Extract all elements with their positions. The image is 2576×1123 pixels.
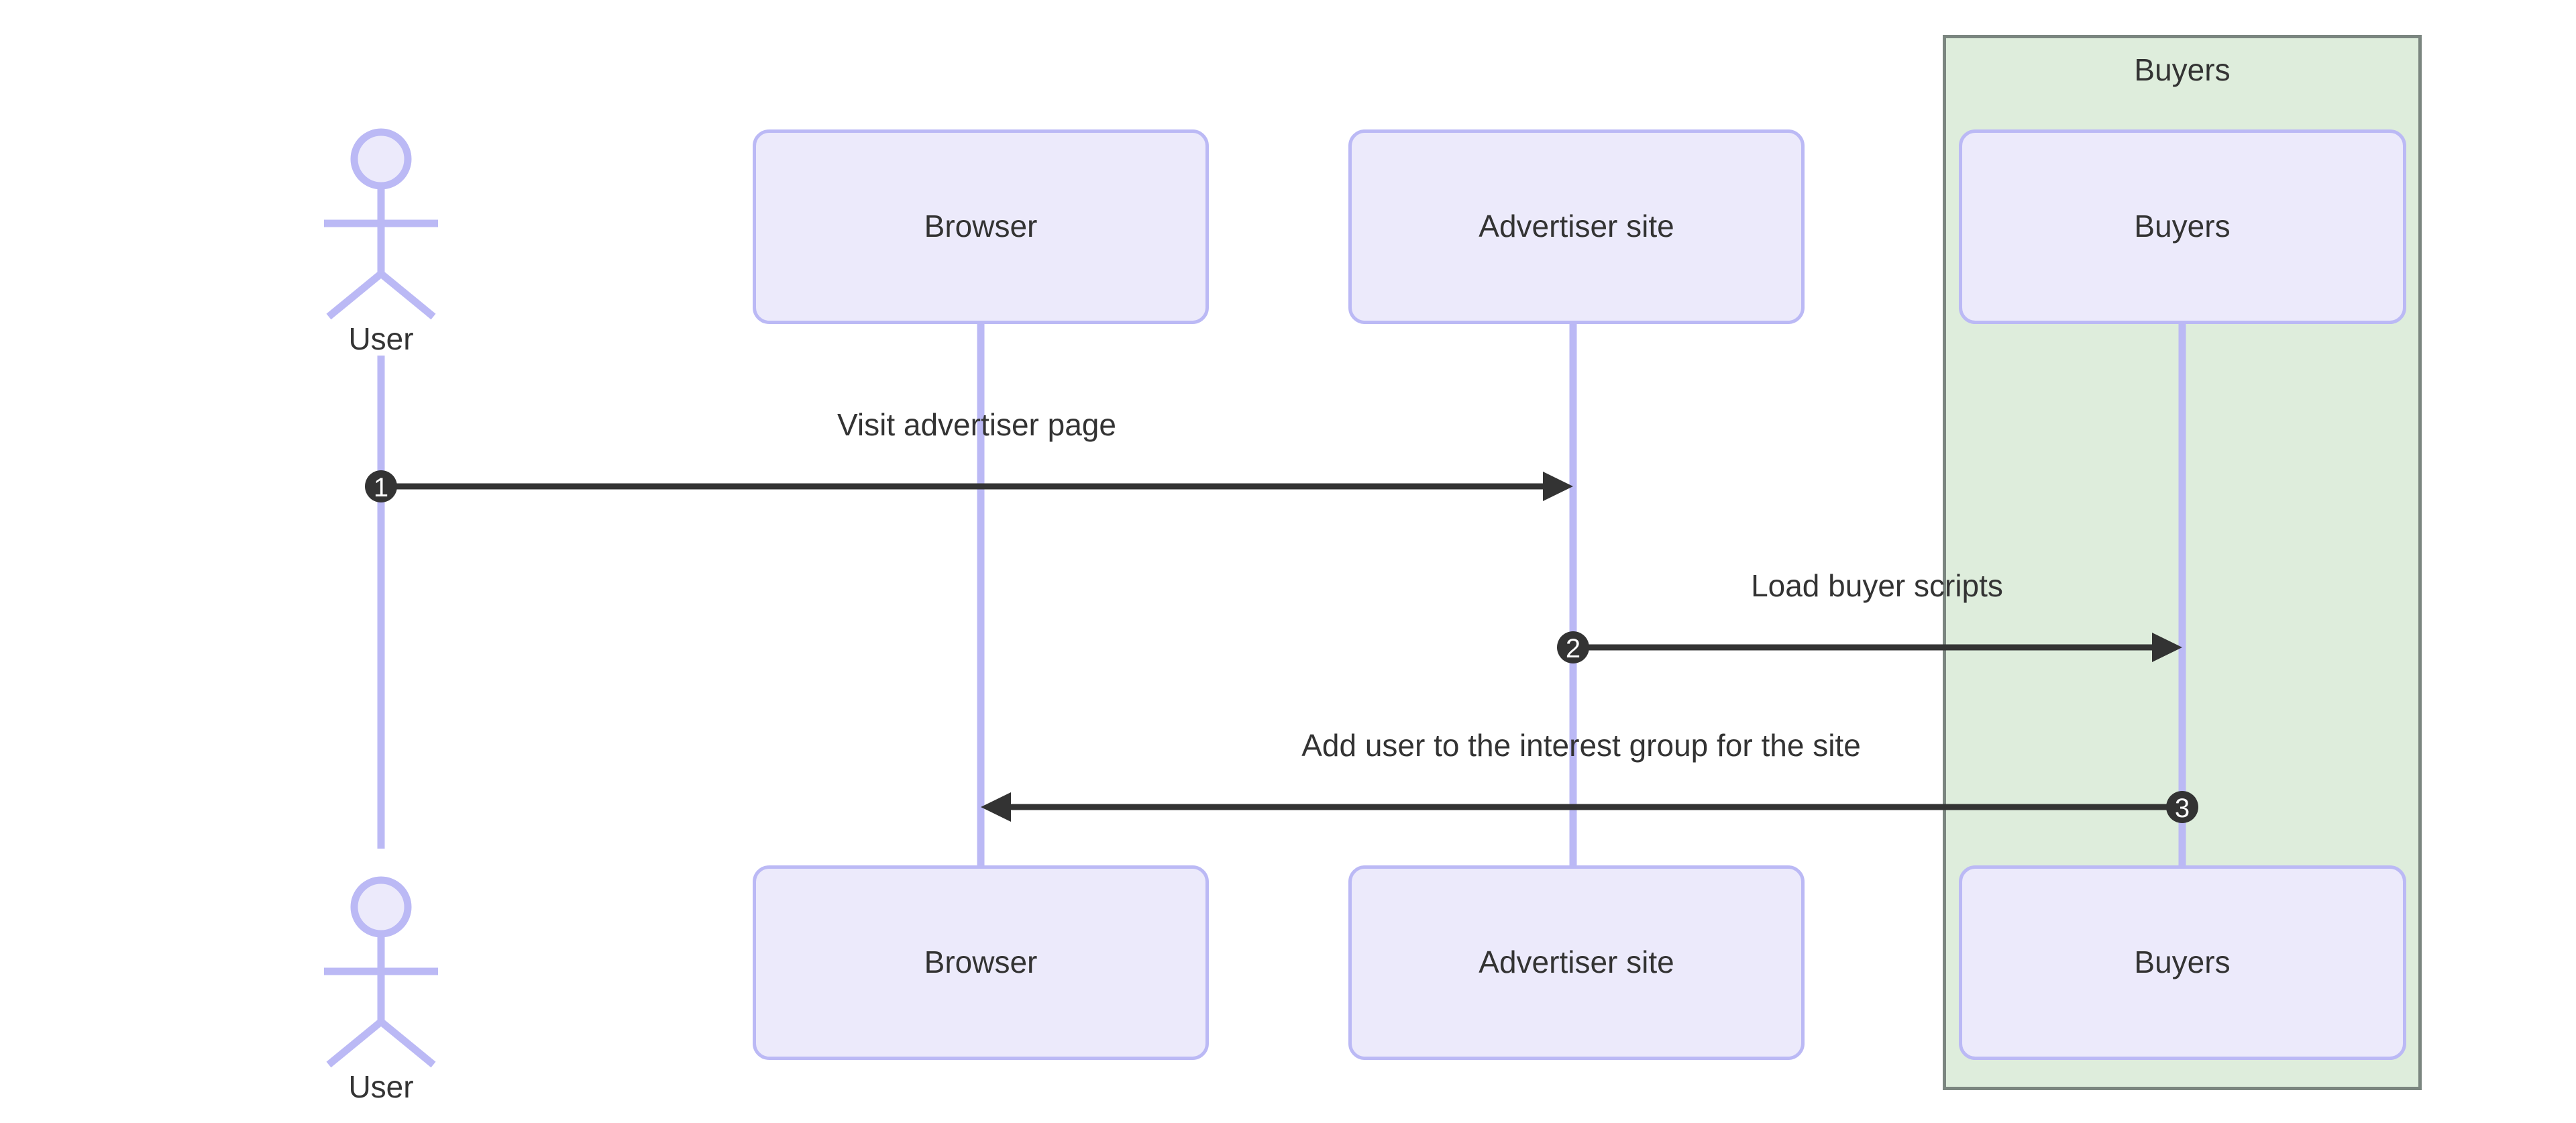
actor-right-leg-icon: [378, 1018, 436, 1068]
sequence-number: 3: [2175, 794, 2190, 823]
participant-label: Advertiser site: [1479, 209, 1674, 244]
actor-left-leg-icon: [326, 270, 384, 320]
participant-box[interactable]: [1959, 129, 2406, 324]
message-3[interactable]: Add user to the interest group for the s…: [981, 728, 2198, 823]
participant-buyers-top[interactable]: Buyers: [1959, 129, 2406, 324]
participant-box[interactable]: [753, 129, 1209, 324]
arrowhead-icon: [2152, 633, 2182, 662]
participant-browser-bottom[interactable]: Browser: [753, 865, 1209, 1060]
participant-browser-top[interactable]: Browser: [753, 129, 1209, 324]
arrowhead-icon: [981, 792, 1011, 822]
lifelines: [377, 324, 2186, 865]
actor-head-icon: [350, 876, 412, 938]
message-label: Add user to the interest group for the s…: [1301, 728, 1861, 763]
sequence-badge: [2166, 791, 2198, 823]
actor-left-leg-icon: [326, 1018, 384, 1068]
participant-label: Browser: [924, 945, 1038, 979]
actor-label: User: [348, 1069, 413, 1104]
actor-label: User: [348, 321, 413, 356]
participant-label: Browser: [924, 209, 1038, 244]
actor-right-leg-icon: [378, 270, 436, 320]
actor-head-icon: [350, 128, 412, 190]
message-2[interactable]: Load buyer scripts 2: [1557, 568, 2182, 663]
sequence-badge: [365, 470, 397, 502]
group-title-label: Buyers: [2134, 52, 2230, 87]
message-label: Load buyer scripts: [1751, 568, 2003, 603]
participant-buyers-bottom[interactable]: Buyers: [1959, 865, 2406, 1060]
participant-box[interactable]: [1348, 129, 1805, 324]
participant-box[interactable]: [753, 865, 1209, 1060]
sequence-number: 2: [1566, 634, 1580, 663]
actor-user-top[interactable]: User: [324, 128, 438, 356]
participant-advertiser-site-top[interactable]: Advertiser site: [1348, 129, 1805, 324]
sequence-badge: [1557, 631, 1589, 663]
message-label: Visit advertiser page: [837, 407, 1116, 442]
message-1[interactable]: Visit advertiser page 1: [365, 407, 1573, 502]
participant-box[interactable]: [1348, 865, 1805, 1060]
participant-advertiser-site-bottom[interactable]: Advertiser site: [1348, 865, 1805, 1060]
arrowhead-icon: [1543, 472, 1573, 501]
participant-label: Buyers: [2134, 945, 2230, 979]
sequence-number: 1: [374, 473, 388, 502]
actor-user-bottom[interactable]: User: [324, 876, 438, 1104]
participant-box[interactable]: [1959, 865, 2406, 1060]
participant-label: Advertiser site: [1479, 945, 1674, 979]
participant-label: Buyers: [2134, 209, 2230, 244]
